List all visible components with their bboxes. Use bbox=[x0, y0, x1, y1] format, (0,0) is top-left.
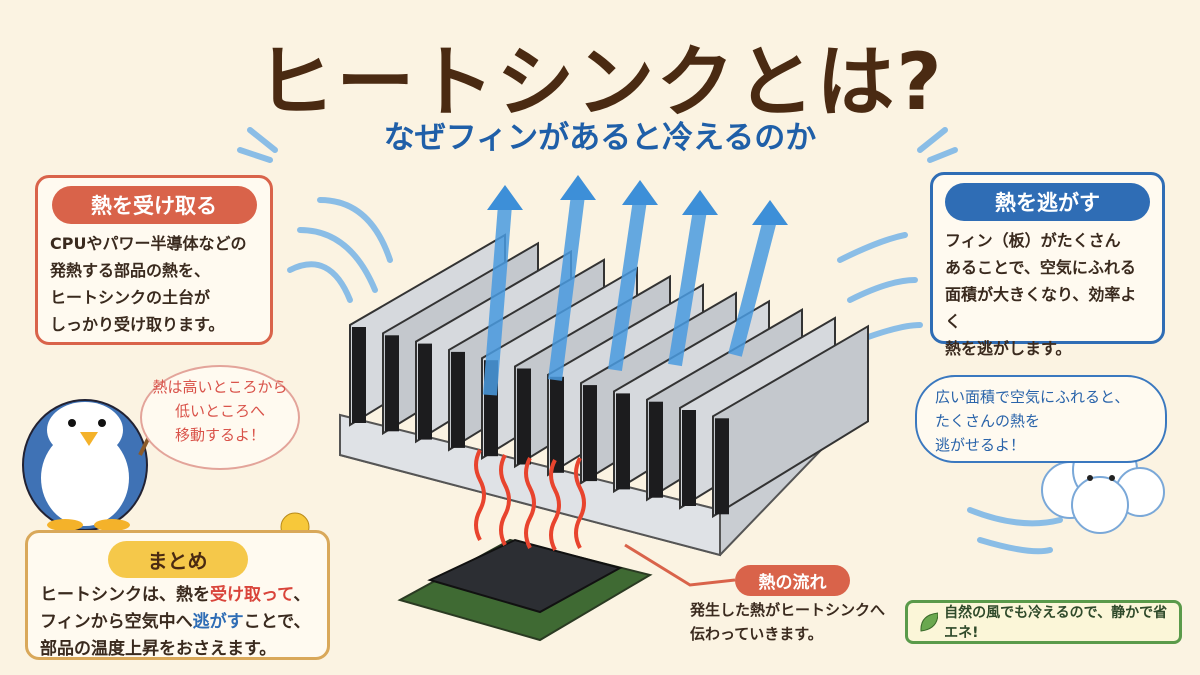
arrow-head bbox=[752, 200, 788, 225]
receive-heat-box: 熱を受け取る CPUやパワー半導体などの 発熱する部品の熱を、 ヒートシンクの土… bbox=[35, 175, 273, 345]
page-title: ヒートシンクとは? bbox=[256, 38, 944, 128]
arrow-head bbox=[560, 175, 596, 200]
penguin-mascot bbox=[22, 399, 167, 531]
release-line: あることで、空気にふれる bbox=[945, 258, 1136, 277]
summary-text: ことで、 bbox=[243, 612, 311, 632]
receive-heat-label: 熱を受け取る bbox=[51, 186, 257, 224]
bubble-line: たくさんの熱を bbox=[935, 412, 1041, 430]
bubble-line: 広い面積で空気にふれると、 bbox=[935, 388, 1130, 406]
release-heat-box: 熱を逃がす フィン（板）がたくさん あることで、空気にふれる 面積が大きくなり、… bbox=[930, 172, 1165, 358]
fin-gap bbox=[550, 376, 564, 473]
summary-text: 、 bbox=[293, 585, 311, 605]
chip bbox=[427, 538, 623, 614]
arrow-head bbox=[622, 180, 658, 205]
fin bbox=[712, 324, 869, 519]
summary-text: 部品の温度上昇をおさえます。 bbox=[40, 639, 277, 659]
heat-waves bbox=[474, 449, 586, 551]
heat-flow-text: 発生した熱がヒートシンクへ 伝わっていきます。 bbox=[690, 598, 885, 646]
heat-flow-line: 伝わっていきます。 bbox=[690, 625, 823, 643]
summary-label: まとめ bbox=[107, 541, 248, 578]
fin-gap bbox=[517, 368, 531, 465]
release-line: フィン（板）がたくさん bbox=[945, 231, 1121, 250]
fin-gap bbox=[583, 385, 597, 482]
heat-flow-line: 発生した熱がヒートシンクへ bbox=[690, 601, 886, 619]
airflow-arrows bbox=[483, 175, 788, 396]
receive-line: ヒートシンクの土台が bbox=[50, 288, 211, 307]
arrow-head bbox=[487, 185, 523, 210]
heat-flow-pointer bbox=[624, 543, 736, 587]
receive-line: 発熱する部品の熱を、 bbox=[50, 261, 211, 280]
page-subtitle: なぜフィンがあると冷えるのか bbox=[383, 120, 817, 156]
summary-text: フィンから空気中へ bbox=[40, 612, 193, 632]
airflow-arrow bbox=[483, 204, 512, 396]
leaf-icon bbox=[920, 612, 939, 632]
penguin-speech-bubble: 熱は高いところから 低いところへ 移動するよ！ bbox=[140, 365, 300, 470]
summary-box: まとめ ヒートシンクは、熱を受け取って、 フィンから空気中へ逃がすことで、 部品… bbox=[25, 530, 330, 660]
fin-gap bbox=[715, 418, 729, 515]
summary-text: ヒートシンクは、熱を bbox=[40, 585, 210, 605]
receive-line: CPUやパワー半導体などの bbox=[50, 234, 247, 253]
bubble-line: 熱は高いところから bbox=[152, 378, 288, 396]
eco-note-text: 自然の風でも冷えるので、静かで省エネ! bbox=[944, 605, 1168, 641]
summary-highlight-receive: 受け取って bbox=[210, 585, 294, 605]
airflow-arrow bbox=[668, 208, 707, 367]
wind-lines-left bbox=[237, 127, 393, 303]
bubble-line: 移動するよ！ bbox=[174, 426, 265, 444]
fin-gap bbox=[352, 327, 366, 423]
airflow-arrow bbox=[608, 198, 647, 372]
fin-gap bbox=[451, 351, 465, 448]
fin-gap bbox=[418, 343, 432, 440]
summary-highlight-release: 逃がす bbox=[192, 612, 244, 632]
fin-gap bbox=[385, 335, 399, 432]
airflow-arrow bbox=[548, 194, 585, 381]
bubble-line: 低いところへ bbox=[174, 402, 265, 420]
airflow-arrow bbox=[728, 218, 777, 357]
bubble-line: 逃がせるよ！ bbox=[935, 436, 1026, 454]
fin-gap bbox=[616, 393, 630, 490]
arrow-head bbox=[682, 190, 718, 215]
cloud-speech-bubble: 広い面積で空気にふれると、 たくさんの熱を 逃がせるよ！ bbox=[915, 375, 1167, 463]
receive-line: しっかり受け取ります。 bbox=[50, 315, 225, 334]
release-line: 面積が大きくなり、効率よく bbox=[945, 285, 1137, 331]
release-line: 熱を逃がします。 bbox=[945, 339, 1072, 358]
fin-gap bbox=[682, 410, 696, 506]
release-heat-label: 熱を逃がす bbox=[945, 183, 1150, 221]
eco-note: 自然の風でも冷えるので、静かで省エネ! bbox=[905, 600, 1182, 644]
heat-flow-label: 熱の流れ bbox=[735, 565, 850, 596]
fin-gap bbox=[649, 401, 663, 498]
